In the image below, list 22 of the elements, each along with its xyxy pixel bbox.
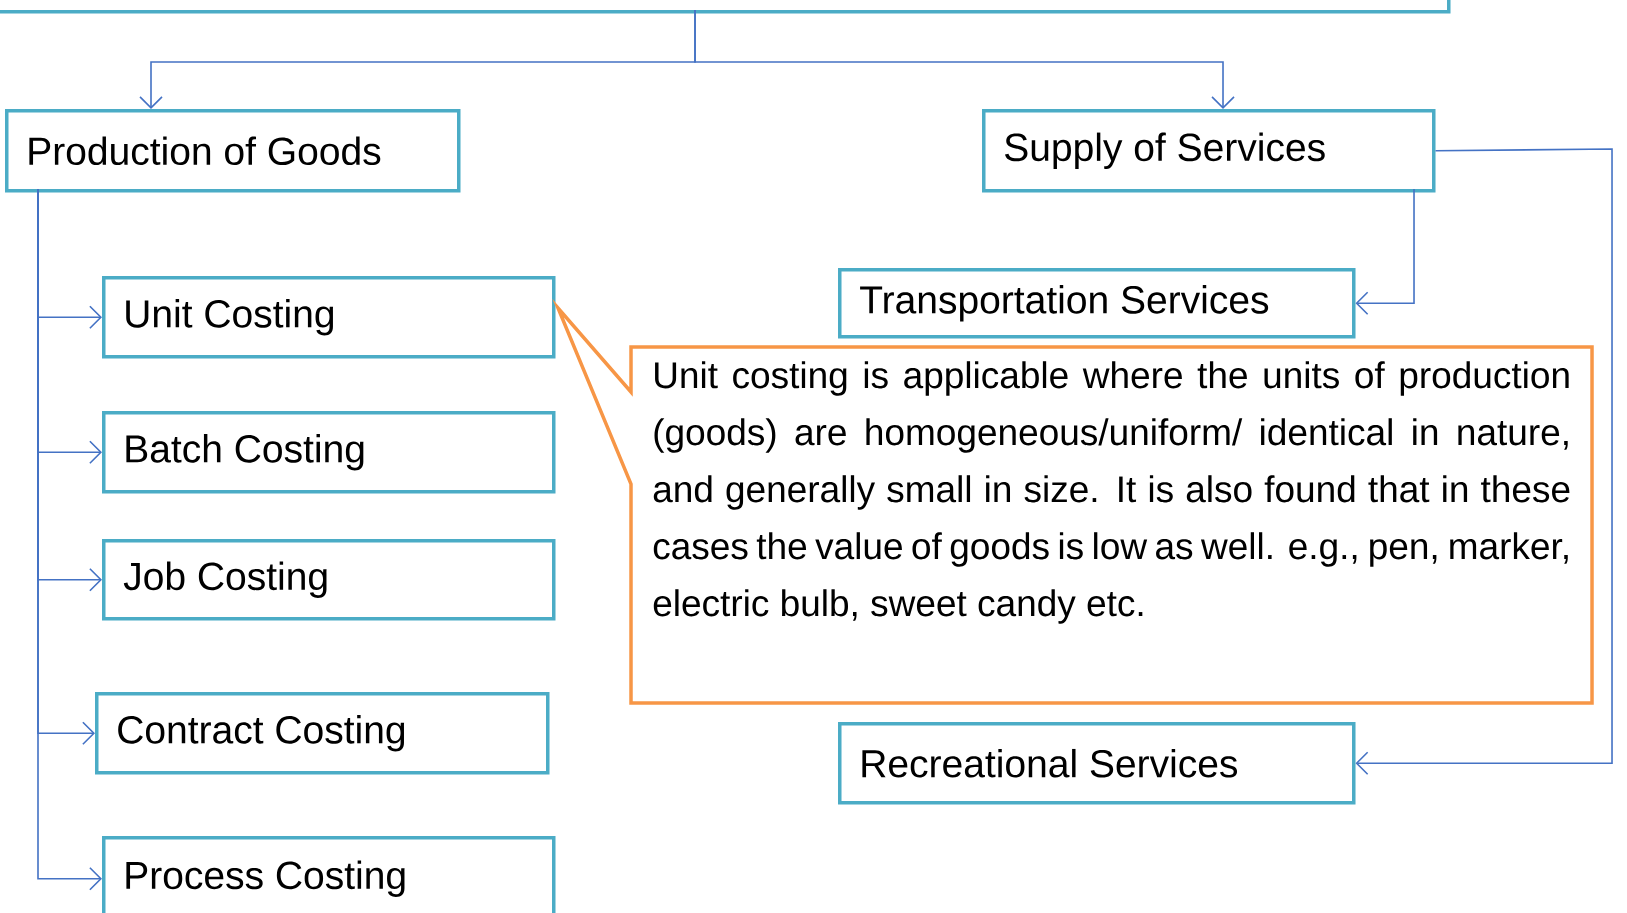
box-label: Supply of Services — [1005, 132, 1325, 169]
box — [0, 0, 1451, 14]
category-box — [102, 836, 556, 913]
box-label: Process Costing — [126, 860, 405, 897]
category-box — [838, 722, 1356, 805]
arrow — [694, 9, 1235, 109]
arrow — [1355, 188, 1415, 316]
category-box — [102, 539, 556, 621]
box-label: Production of Goods — [29, 136, 381, 166]
arrow — [37, 188, 102, 891]
category-box — [102, 411, 556, 494]
category-box — [95, 692, 550, 775]
category-box — [982, 109, 1436, 193]
arrow — [1355, 148, 1613, 776]
category-box — [838, 268, 1356, 339]
box-label: Batch Costing — [126, 434, 364, 471]
box-label: Contract Costing — [118, 715, 405, 752]
box-label: Unit Costing — [126, 299, 334, 336]
category-box — [5, 109, 461, 193]
category-box — [102, 276, 556, 359]
box-label: Recreational Services — [862, 748, 1238, 778]
box-label: Job Costing — [123, 561, 327, 598]
